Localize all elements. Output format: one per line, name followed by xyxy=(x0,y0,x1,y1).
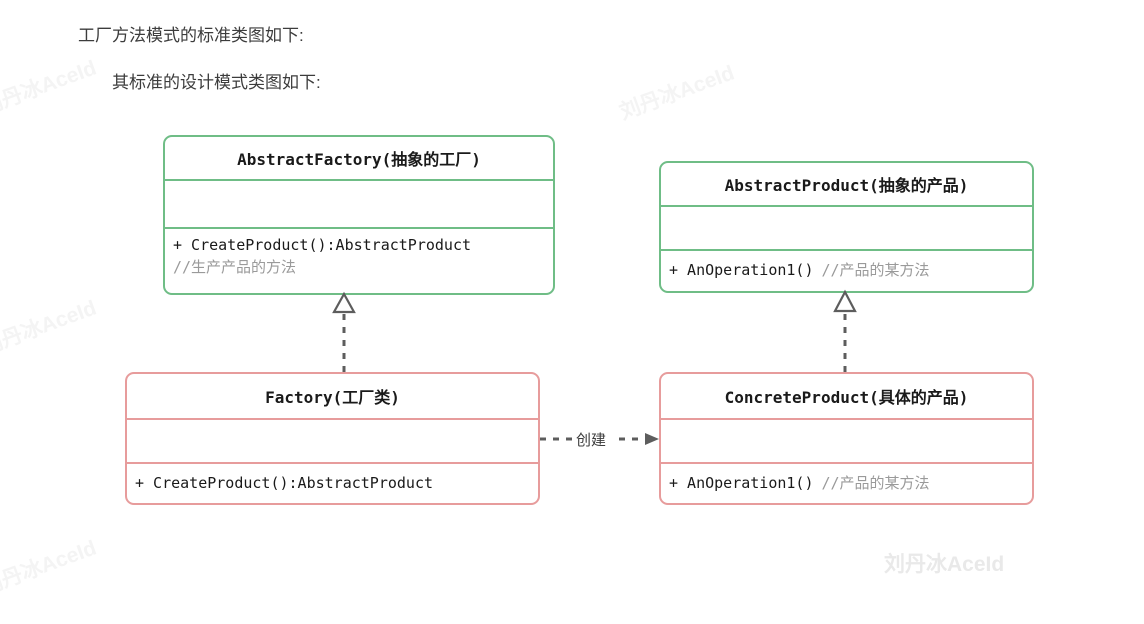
operation-row: + AnOperation1() xyxy=(669,261,814,280)
watermark: 刘丹冰AceId xyxy=(0,296,100,360)
watermark: 刘丹冰AceId xyxy=(884,553,1005,576)
watermark: 刘丹冰AceId xyxy=(0,536,100,600)
operation-row: + AnOperation1() xyxy=(669,473,814,492)
operation-row: + CreateProduct():AbstractProduct xyxy=(173,236,472,254)
class-title-factory: Factory(工厂类) xyxy=(265,388,400,407)
uml-class-concrete-product[interactable]: ConcreteProduct(具体的产品) + AnOperation1() … xyxy=(659,372,1034,505)
intro-line-1: 工厂方法模式的标准类图如下: xyxy=(78,26,304,45)
class-operations-abstract-factory: + CreateProduct():AbstractProduct //生产产品… xyxy=(165,227,553,293)
class-attributes-concrete-product xyxy=(661,418,1032,462)
relation-concreteproduct-realizes-abstractproduct xyxy=(833,289,857,372)
class-attributes-factory xyxy=(127,418,538,462)
operation-comment: //生产产品的方法 xyxy=(173,257,297,276)
watermark: 刘丹冰AceId xyxy=(616,61,738,125)
arrowhead-icon xyxy=(645,433,659,445)
relation-label-create: 创建 xyxy=(574,429,609,450)
class-operations-abstract-product: + AnOperation1() //产品的某方法 xyxy=(661,249,1032,291)
class-operations-concrete-product: + AnOperation1() //产品的某方法 xyxy=(661,462,1032,503)
operation-comment: //产品的某方法 xyxy=(821,261,930,280)
intro-line-2: 其标准的设计模式类图如下: xyxy=(112,73,321,92)
uml-class-abstract-product[interactable]: AbstractProduct(抽象的产品) + AnOperation1() … xyxy=(659,161,1034,293)
class-operations-factory: + CreateProduct():AbstractProduct xyxy=(127,462,538,503)
relation-factory-realizes-abstractfactory xyxy=(332,291,356,372)
hollow-triangle-icon xyxy=(833,289,857,313)
class-title-concrete-product: ConcreteProduct(具体的产品) xyxy=(724,388,969,407)
class-attributes-abstract-product xyxy=(661,205,1032,249)
hollow-triangle-icon xyxy=(332,291,356,314)
watermark: 刘丹冰AceId xyxy=(0,56,100,120)
class-title-abstract-factory: AbstractFactory(抽象的工厂) xyxy=(237,150,481,169)
class-attributes-abstract-factory xyxy=(165,179,553,227)
uml-class-factory[interactable]: Factory(工厂类) + CreateProduct():AbstractP… xyxy=(125,372,540,505)
uml-class-abstract-factory[interactable]: AbstractFactory(抽象的工厂) + CreateProduct()… xyxy=(163,135,555,295)
operation-row: + CreateProduct():AbstractProduct xyxy=(135,473,434,492)
operation-comment: //产品的某方法 xyxy=(821,473,930,492)
class-title-abstract-product: AbstractProduct(抽象的产品) xyxy=(724,176,969,195)
